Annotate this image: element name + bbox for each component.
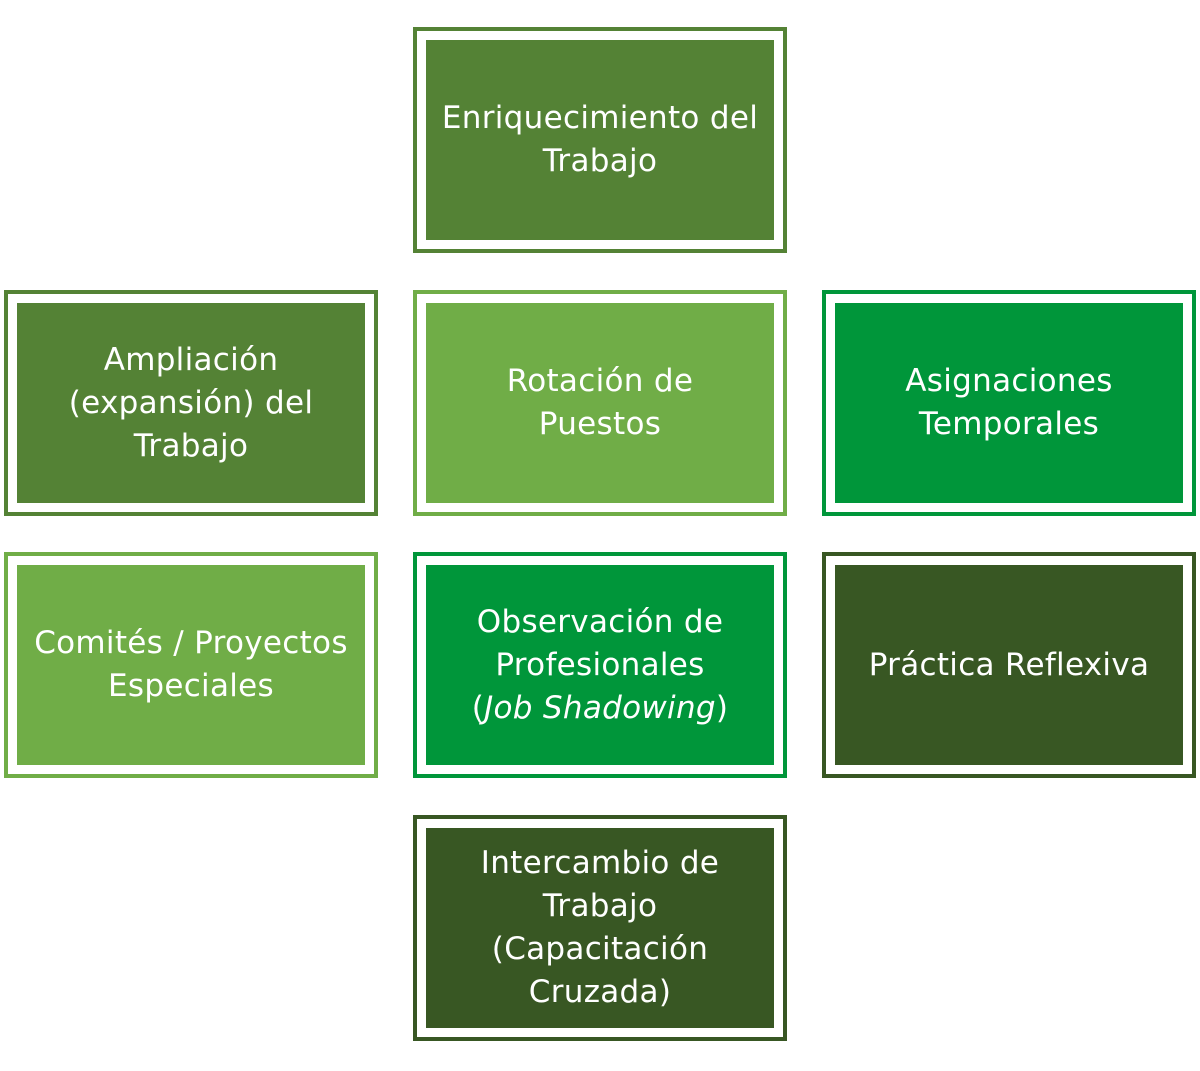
box-ampliacion-del-trabajo: Ampliación (expansión) del Trabajo [4, 290, 378, 516]
label-line: Trabajo [542, 888, 658, 924]
label-line: Trabajo [133, 427, 249, 464]
label-line: Observación de [476, 603, 724, 640]
box-label: Intercambio de Trabajo (Capacitación Cru… [481, 842, 719, 1014]
box-inner: Rotación de Puestos [426, 303, 774, 503]
label-line: Ampliación [103, 341, 279, 378]
box-gap: Ampliación (expansión) del Trabajo [8, 294, 374, 512]
box-label: Comités / Proyectos Especiales [34, 622, 348, 708]
close-paren: ) [715, 689, 729, 726]
box-asignaciones-temporales: Asignaciones Temporales [822, 290, 1196, 516]
label-line: (Capacitación [491, 931, 709, 967]
box-inner: Enriquecimiento del Trabajo [426, 40, 774, 240]
box-label: Rotación de Puestos [507, 360, 693, 446]
box-practica-reflexiva: Práctica Reflexiva [822, 552, 1196, 778]
box-enriquecimiento-del-trabajo: Enriquecimiento del Trabajo [413, 27, 787, 253]
open-paren: ( [471, 689, 485, 726]
box-gap: Rotación de Puestos [417, 294, 783, 512]
label-line: Especiales [108, 668, 274, 704]
box-label: Ampliación (expansión) del Trabajo [69, 339, 313, 468]
box-observacion-de-profesionales: Observación de Profesionales (Job Shadow… [413, 552, 787, 778]
label-line: Práctica Reflexiva [868, 646, 1150, 683]
box-inner: Comités / Proyectos Especiales [17, 565, 365, 765]
label-line: Puestos [538, 406, 662, 442]
box-intercambio-de-trabajo: Intercambio de Trabajo (Capacitación Cru… [413, 815, 787, 1041]
label-line: Cruzada) [528, 974, 672, 1010]
box-label: Observación de Profesionales (Job Shadow… [472, 601, 729, 730]
label-line: Trabajo [542, 143, 658, 179]
label-line: Rotación de [506, 363, 694, 399]
box-inner: Práctica Reflexiva [835, 565, 1183, 765]
box-gap: Intercambio de Trabajo (Capacitación Cru… [417, 819, 783, 1037]
box-label: Enriquecimiento del Trabajo [442, 97, 758, 183]
label-line: Comités / Proyectos [34, 625, 348, 661]
label-line: Enriquecimiento del [441, 100, 759, 136]
box-gap: Asignaciones Temporales [826, 294, 1192, 512]
box-comites-proyectos-especiales: Comités / Proyectos Especiales [4, 552, 378, 778]
label-line: Profesionales [495, 646, 705, 683]
box-inner: Intercambio de Trabajo (Capacitación Cru… [426, 828, 774, 1028]
label-line: (expansión) del [68, 384, 314, 421]
box-label: Práctica Reflexiva [869, 644, 1150, 687]
box-rotacion-de-puestos: Rotación de Puestos [413, 290, 787, 516]
job-shadowing-term: Job Shadowing [484, 689, 716, 726]
label-line: Asignaciones [905, 363, 1113, 399]
box-inner: Observación de Profesionales (Job Shadow… [426, 565, 774, 765]
box-gap: Enriquecimiento del Trabajo [417, 31, 783, 249]
box-gap: Observación de Profesionales (Job Shadow… [417, 556, 783, 774]
box-inner: Asignaciones Temporales [835, 303, 1183, 503]
label-line-job-shadowing: (Job Shadowing) [472, 687, 729, 730]
box-inner: Ampliación (expansión) del Trabajo [17, 303, 365, 503]
label-line: Intercambio de [480, 845, 720, 881]
box-gap: Práctica Reflexiva [826, 556, 1192, 774]
label-line: Temporales [918, 406, 1100, 442]
box-gap: Comités / Proyectos Especiales [8, 556, 374, 774]
box-label: Asignaciones Temporales [905, 360, 1112, 446]
